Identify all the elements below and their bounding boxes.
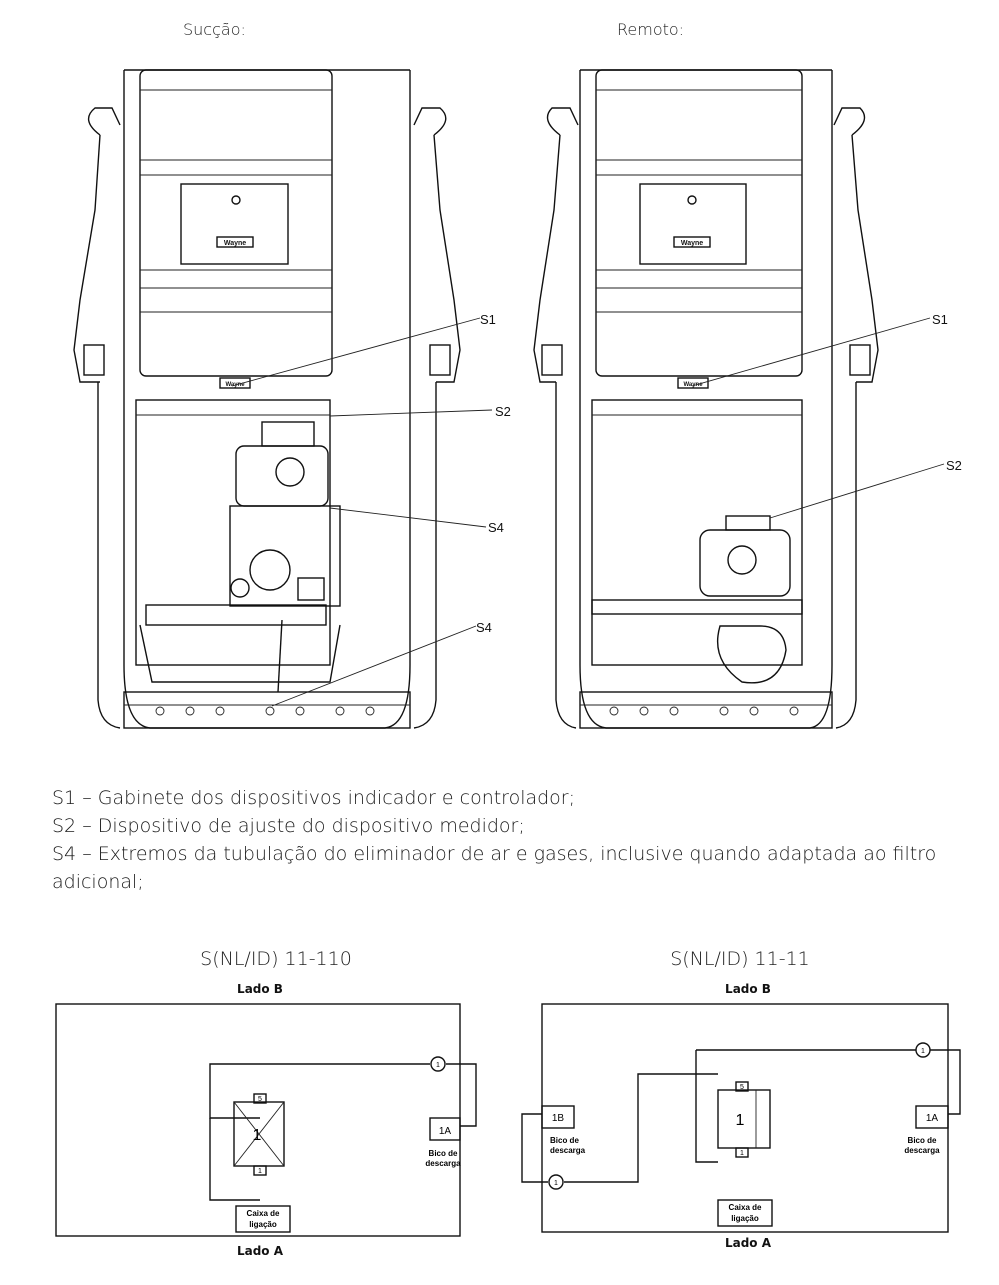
schematic-1-title: S(NL/ID) 11-110: [200, 948, 352, 970]
nozzle-1a-box: [429, 1117, 461, 1141]
schematic-1-side-b: Lado B: [237, 982, 283, 996]
connector-1: [430, 1056, 446, 1072]
meter-2-port-bottom: 1: [740, 1150, 744, 1157]
connector-2-top-label: 1: [921, 1048, 925, 1055]
nozzle-1b-label: 1B: [552, 1113, 565, 1124]
legend-s1: S1 – Gabinete dos dispositivos indicador…: [52, 787, 576, 809]
schematic-2-side-a: Lado A: [724, 1236, 772, 1250]
schematic-2-diagram: 5 1 1 1 1 1B Bico de descarga 1A Bico de…: [521, 1003, 961, 1233]
schematic-2-title: S(NL/ID) 11-11: [670, 948, 810, 970]
head-cabinet: [139, 69, 333, 377]
schematic-1-diagram: 5 1 1 1 1A Bico de descarga Caixa de lig…: [55, 1003, 477, 1237]
meter-1-label: 1: [253, 1127, 262, 1144]
nozzle-1a-label-2: 1A: [926, 1113, 939, 1124]
legend-s2: S2 – Dispositivo de ajuste do dispositiv…: [52, 815, 525, 837]
nozzle-1b-box: [541, 1105, 575, 1129]
callout-s4-lower: S4: [476, 620, 492, 635]
schematic-1-side-a: Lado A: [236, 1244, 284, 1258]
legend-s4: S4 – Extremos da tubulação do eliminador…: [52, 843, 937, 893]
nozzle-right-text-1: Bico de: [908, 1136, 937, 1145]
junction-2-text-1: Caixa de: [729, 1203, 762, 1212]
remote-callout-s2: S2: [946, 458, 962, 473]
nozzle-left-text-2: descarga: [550, 1146, 586, 1155]
meter-block: [235, 445, 329, 507]
brand-logo-right: Wayne: [681, 240, 703, 247]
schematic-2-side-b: Lado B: [725, 982, 771, 996]
nozzle-text-2: descarga: [425, 1159, 461, 1168]
nozzle-1a-box-2: [915, 1105, 949, 1129]
hydraulic-compartment: [135, 399, 331, 666]
seal-legend: S1 – Gabinete dos dispositivos indicador…: [52, 784, 952, 896]
base-grid: [123, 691, 411, 729]
remote-dispenser-drawing: Wayne Wayne S1 S2: [533, 69, 962, 729]
meter-2-port-top: 5: [740, 1084, 744, 1091]
remote-callout-s1: S1: [932, 312, 948, 327]
right-hose-hook: [413, 107, 447, 136]
right-figure-heading: Remoto:: [617, 20, 685, 39]
connector-2-left: [548, 1174, 564, 1190]
pump-block: [229, 505, 341, 607]
nozzle-right-text-2: descarga: [904, 1146, 940, 1155]
meter-1-port-bottom: 1: [258, 1168, 262, 1175]
left-figure-heading: Sucção:: [183, 20, 246, 39]
callout-s4-upper: S4: [488, 520, 504, 535]
connector-2-top: [915, 1042, 931, 1058]
display-panel: [180, 183, 289, 265]
brand-logo-right-small: Wayne: [683, 382, 703, 388]
junction-text-2: ligação: [249, 1220, 277, 1229]
nozzle-left-text-1: Bico de: [550, 1136, 579, 1145]
junction-box-2: [717, 1199, 773, 1227]
meter-1-port-top: 5: [258, 1096, 262, 1103]
connector-1-label: 1: [436, 1062, 440, 1069]
junction-text-1: Caixa de: [247, 1209, 280, 1218]
junction-2-text-2: ligação: [731, 1214, 759, 1223]
connector-2-left-label: 1: [554, 1180, 558, 1187]
nozzle-text-1: Bico de: [429, 1149, 458, 1158]
junction-box: [235, 1205, 291, 1233]
remote-meter-block: [699, 529, 791, 597]
callout-s1: S1: [480, 312, 496, 327]
brand-logo: Wayne: [224, 240, 246, 247]
nozzle-1a-label: 1A: [439, 1126, 452, 1137]
left-hose-hook: [87, 107, 121, 136]
suction-dispenser-drawing: Wayne Wayne S1 S2 S4 S4: [73, 69, 511, 729]
meter-2-label: 1: [736, 1112, 745, 1129]
callout-s2: S2: [495, 404, 511, 419]
